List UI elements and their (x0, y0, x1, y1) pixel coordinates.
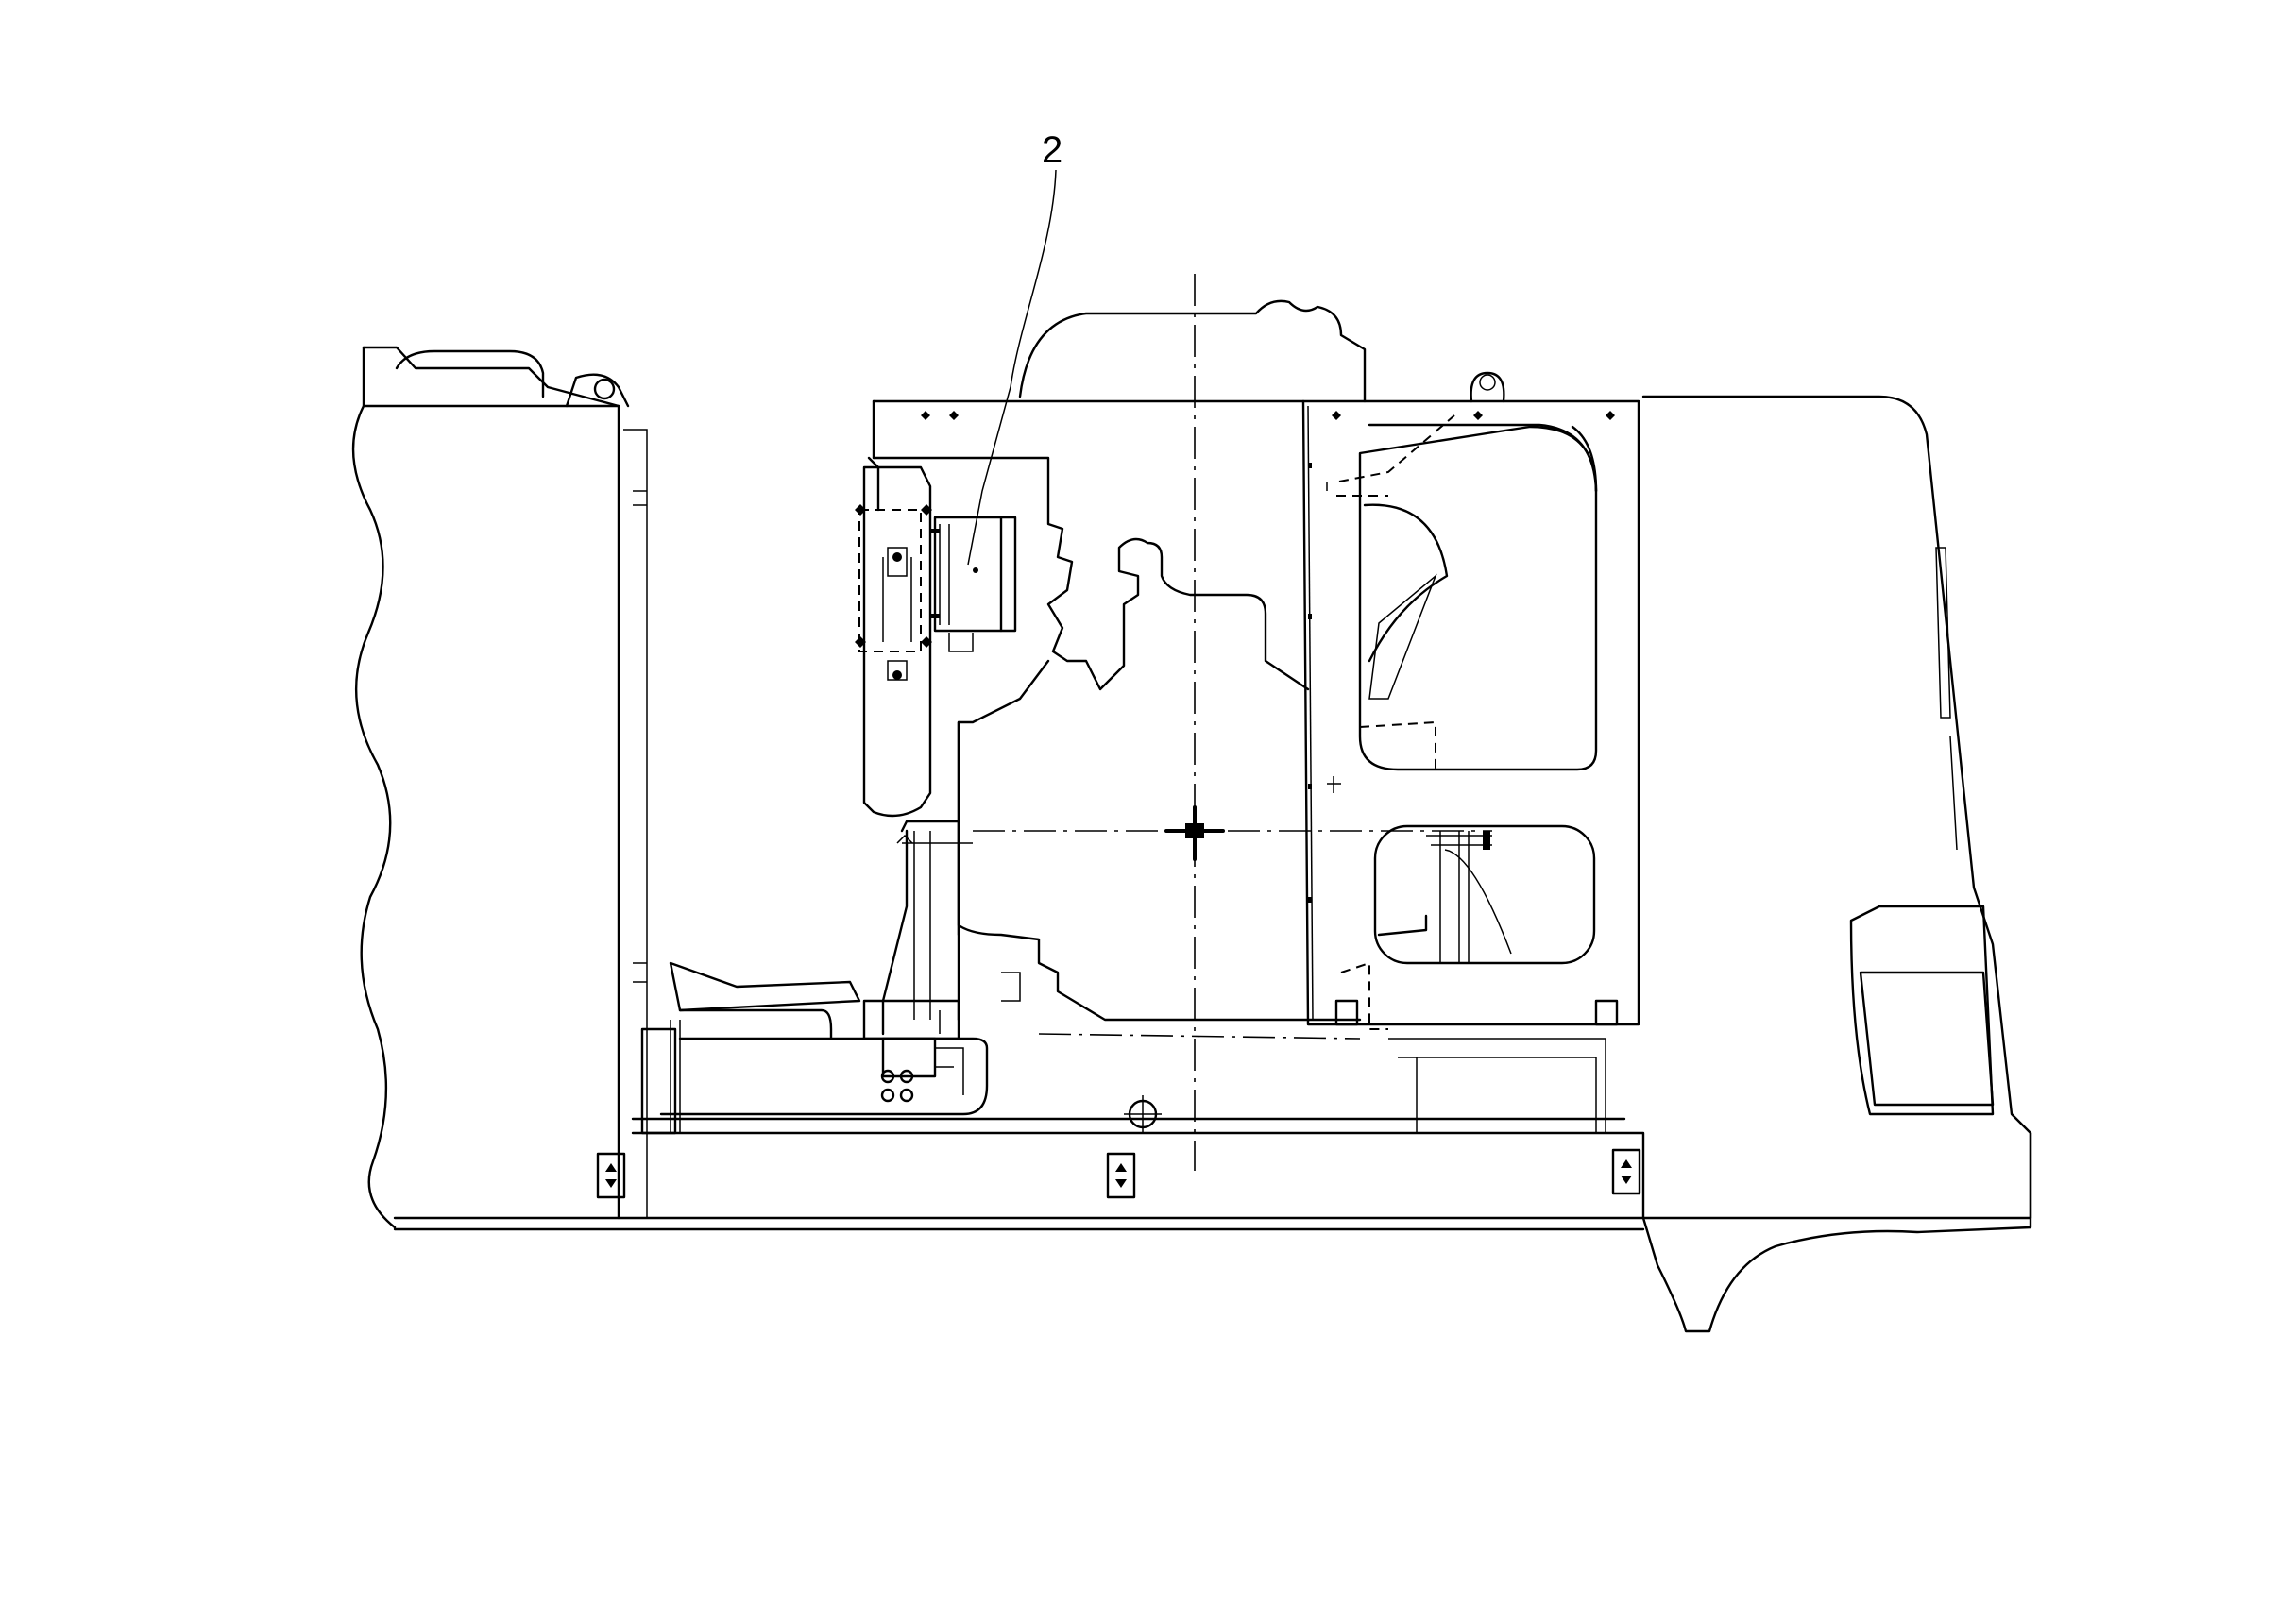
tie-down-plate-center (1106, 1152, 1136, 1199)
tie-down-plate-left (596, 1152, 626, 1199)
right-hood (1641, 395, 2032, 1333)
callout-2-leader (967, 169, 1057, 566)
engine-mount-right (1426, 831, 1492, 963)
base-frame (393, 961, 1645, 1231)
right-enclosure (1301, 371, 1640, 1030)
callout-2: 2 (967, 129, 1062, 566)
tie-down-plate-right (1611, 1148, 1641, 1195)
component-2-module (930, 516, 1017, 652)
engine-mount-left (862, 820, 973, 1103)
bracket-assembly (855, 465, 932, 818)
engine-body (867, 299, 1367, 1022)
callout-2-label: 2 (1042, 129, 1062, 171)
center-lines (973, 274, 1492, 1171)
hardware-markers (921, 411, 1328, 491)
left-panel (351, 346, 648, 1229)
